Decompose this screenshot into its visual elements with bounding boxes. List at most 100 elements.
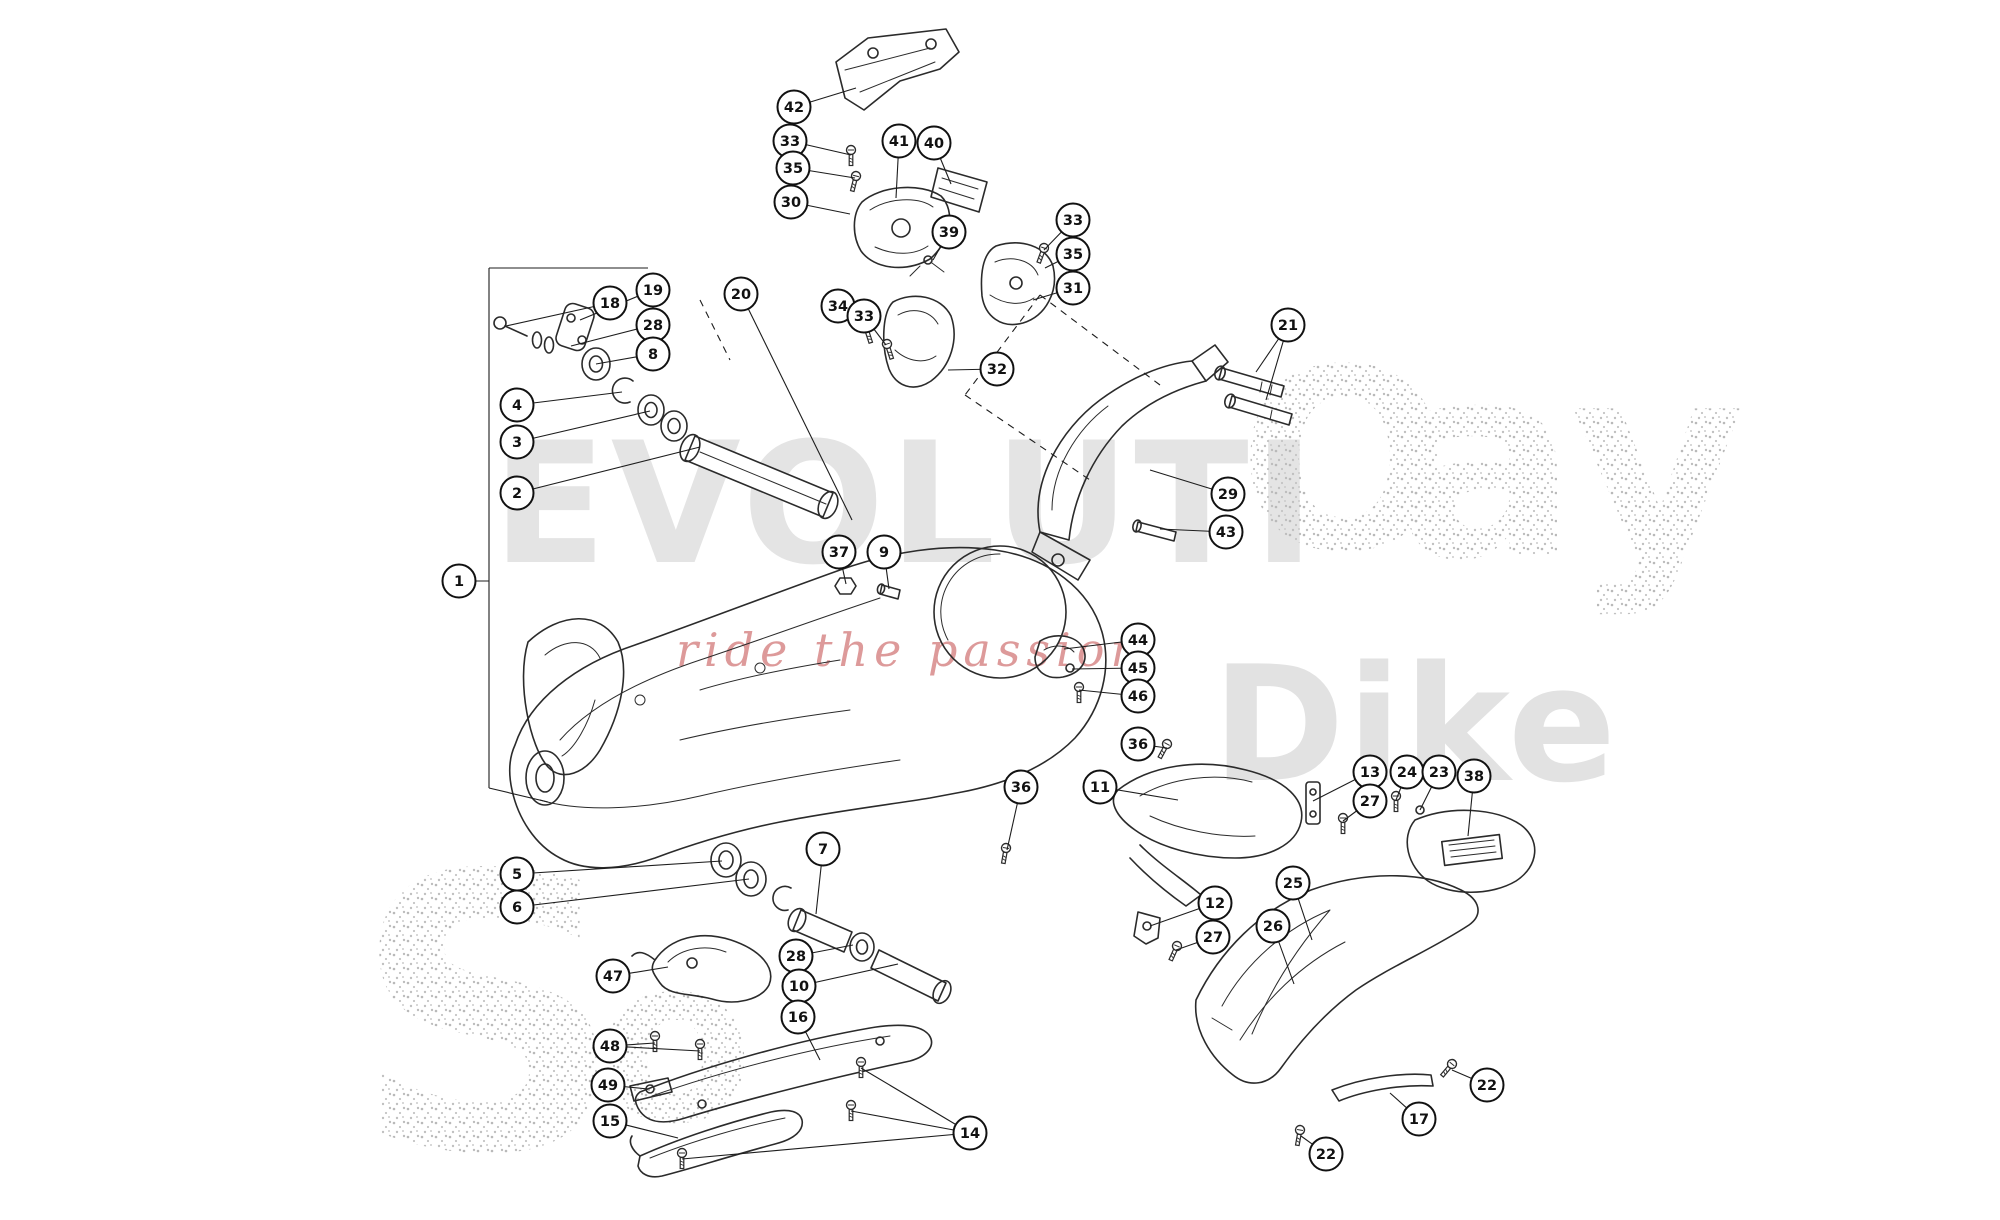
callout-leader-line	[516, 446, 701, 494]
callout-circle	[1352, 783, 1388, 819]
callout-30[interactable]: 30	[773, 184, 851, 220]
callout-44[interactable]: 44	[1063, 622, 1156, 658]
callout-circle	[1003, 769, 1039, 805]
callout-number: 30	[781, 195, 801, 211]
callout-circle	[1197, 885, 1233, 921]
callout-number: 24	[1397, 765, 1417, 781]
part-lower-stack	[710, 842, 952, 1005]
callout-46[interactable]: 46	[1078, 678, 1156, 714]
callout-1[interactable]: 1	[441, 563, 490, 599]
callout-9[interactable]: 9	[866, 534, 902, 590]
callout-42[interactable]: 42	[776, 87, 857, 125]
callout-6[interactable]: 6	[499, 878, 750, 925]
part-chain-slider	[631, 934, 772, 1003]
callout-36[interactable]: 36	[1120, 726, 1168, 762]
callout-34[interactable]: 34	[820, 288, 867, 331]
callout-circle	[846, 298, 882, 334]
callout-8[interactable]: 8	[595, 336, 671, 372]
callout-circle	[1270, 307, 1306, 343]
callout-4[interactable]: 4	[499, 387, 623, 423]
callout-number: 8	[648, 347, 658, 363]
callout-15[interactable]: 15	[592, 1103, 679, 1139]
callout-20[interactable]: 20	[723, 276, 853, 521]
callout-number: 46	[1128, 689, 1148, 705]
callout-37[interactable]: 37	[821, 534, 857, 585]
callout-25[interactable]: 25	[1275, 865, 1313, 941]
callout-45[interactable]: 45	[1071, 650, 1156, 686]
callout-2[interactable]: 2	[499, 446, 701, 511]
callout-39[interactable]: 39	[931, 214, 967, 261]
callout-17[interactable]: 17	[1389, 1092, 1437, 1137]
callout-number: 16	[788, 1010, 808, 1026]
part-nut-37	[834, 577, 901, 600]
part-panel-25-26	[1194, 874, 1479, 1084]
callout-number: 33	[854, 309, 874, 325]
callout-number: 4	[512, 398, 522, 414]
callout-13[interactable]: 13	[1312, 754, 1388, 802]
callout-14[interactable]: 14	[681, 1067, 988, 1160]
callout-number: 3	[512, 435, 522, 451]
part-bracket-12	[1133, 911, 1184, 963]
callout-circle	[1082, 769, 1118, 805]
callout-7[interactable]: 7	[805, 831, 841, 915]
callout-22[interactable]: 22	[1451, 1067, 1505, 1103]
callout-number: 42	[784, 100, 804, 116]
callout-32[interactable]: 32	[947, 351, 1015, 387]
callout-31[interactable]: 31	[1032, 270, 1091, 306]
callout-number: 29	[1218, 487, 1238, 503]
parts-layer	[488, 28, 1536, 1178]
callout-23[interactable]: 23	[1419, 754, 1457, 811]
callout-27[interactable]: 27	[1342, 783, 1388, 822]
callout-21[interactable]: 21	[1255, 307, 1306, 401]
callout-number: 7	[818, 842, 828, 858]
callout-49[interactable]: 49	[590, 1067, 649, 1103]
callout-number: 6	[512, 900, 522, 916]
callout-12[interactable]: 12	[1149, 885, 1233, 927]
callout-47[interactable]: 47	[595, 958, 669, 994]
callout-48[interactable]: 48	[592, 1028, 701, 1064]
callout-40[interactable]: 40	[916, 125, 952, 185]
callout-number: 5	[512, 867, 522, 883]
callout-number: 9	[879, 545, 889, 561]
callout-26[interactable]: 26	[1255, 908, 1295, 985]
callout-circle	[499, 475, 535, 511]
callout-circle	[1195, 919, 1231, 955]
callout-18[interactable]: 18	[505, 285, 628, 327]
callout-number: 17	[1409, 1112, 1429, 1128]
callout-38[interactable]: 38	[1456, 758, 1492, 837]
callout-29[interactable]: 29	[1149, 469, 1246, 512]
callout-number: 37	[829, 545, 849, 561]
callout-circle	[499, 387, 535, 423]
callout-number: 22	[1316, 1147, 1336, 1163]
callout-41[interactable]: 41	[881, 123, 917, 199]
callout-number: 28	[786, 949, 806, 965]
callout-number: 15	[600, 1114, 620, 1130]
part-bolts-21	[1214, 365, 1293, 426]
callout-number: 36	[1011, 780, 1031, 796]
callout-number: 27	[1203, 930, 1223, 946]
callout-11[interactable]: 11	[1082, 769, 1179, 805]
callout-3[interactable]: 3	[499, 410, 651, 460]
callout-number: 13	[1360, 765, 1380, 781]
callout-28[interactable]: 28	[570, 307, 671, 347]
callout-36[interactable]: 36	[1003, 769, 1039, 851]
callout-16[interactable]: 16	[780, 999, 821, 1061]
callout-leader-line	[516, 391, 623, 406]
callout-leader-line	[516, 860, 723, 875]
callout-leader-line	[850, 1110, 971, 1134]
callout-circle	[723, 276, 759, 312]
callout-43[interactable]: 43	[1159, 514, 1244, 550]
callout-number: 25	[1283, 876, 1303, 892]
callout-number: 18	[600, 296, 620, 312]
callout-19[interactable]: 19	[579, 272, 671, 321]
callout-number: 40	[924, 136, 944, 152]
callout-33[interactable]: 33	[772, 123, 852, 159]
watermark-text-0: EVOLUTI	[492, 406, 1319, 602]
callout-circle	[805, 831, 841, 867]
callout-35[interactable]: 35	[775, 150, 856, 186]
callout-33[interactable]: 33	[846, 298, 887, 346]
callout-22[interactable]: 22	[1300, 1135, 1344, 1172]
callout-33[interactable]: 33	[1043, 202, 1091, 251]
callout-number: 35	[1063, 247, 1083, 263]
callout-27[interactable]: 27	[1175, 919, 1231, 955]
